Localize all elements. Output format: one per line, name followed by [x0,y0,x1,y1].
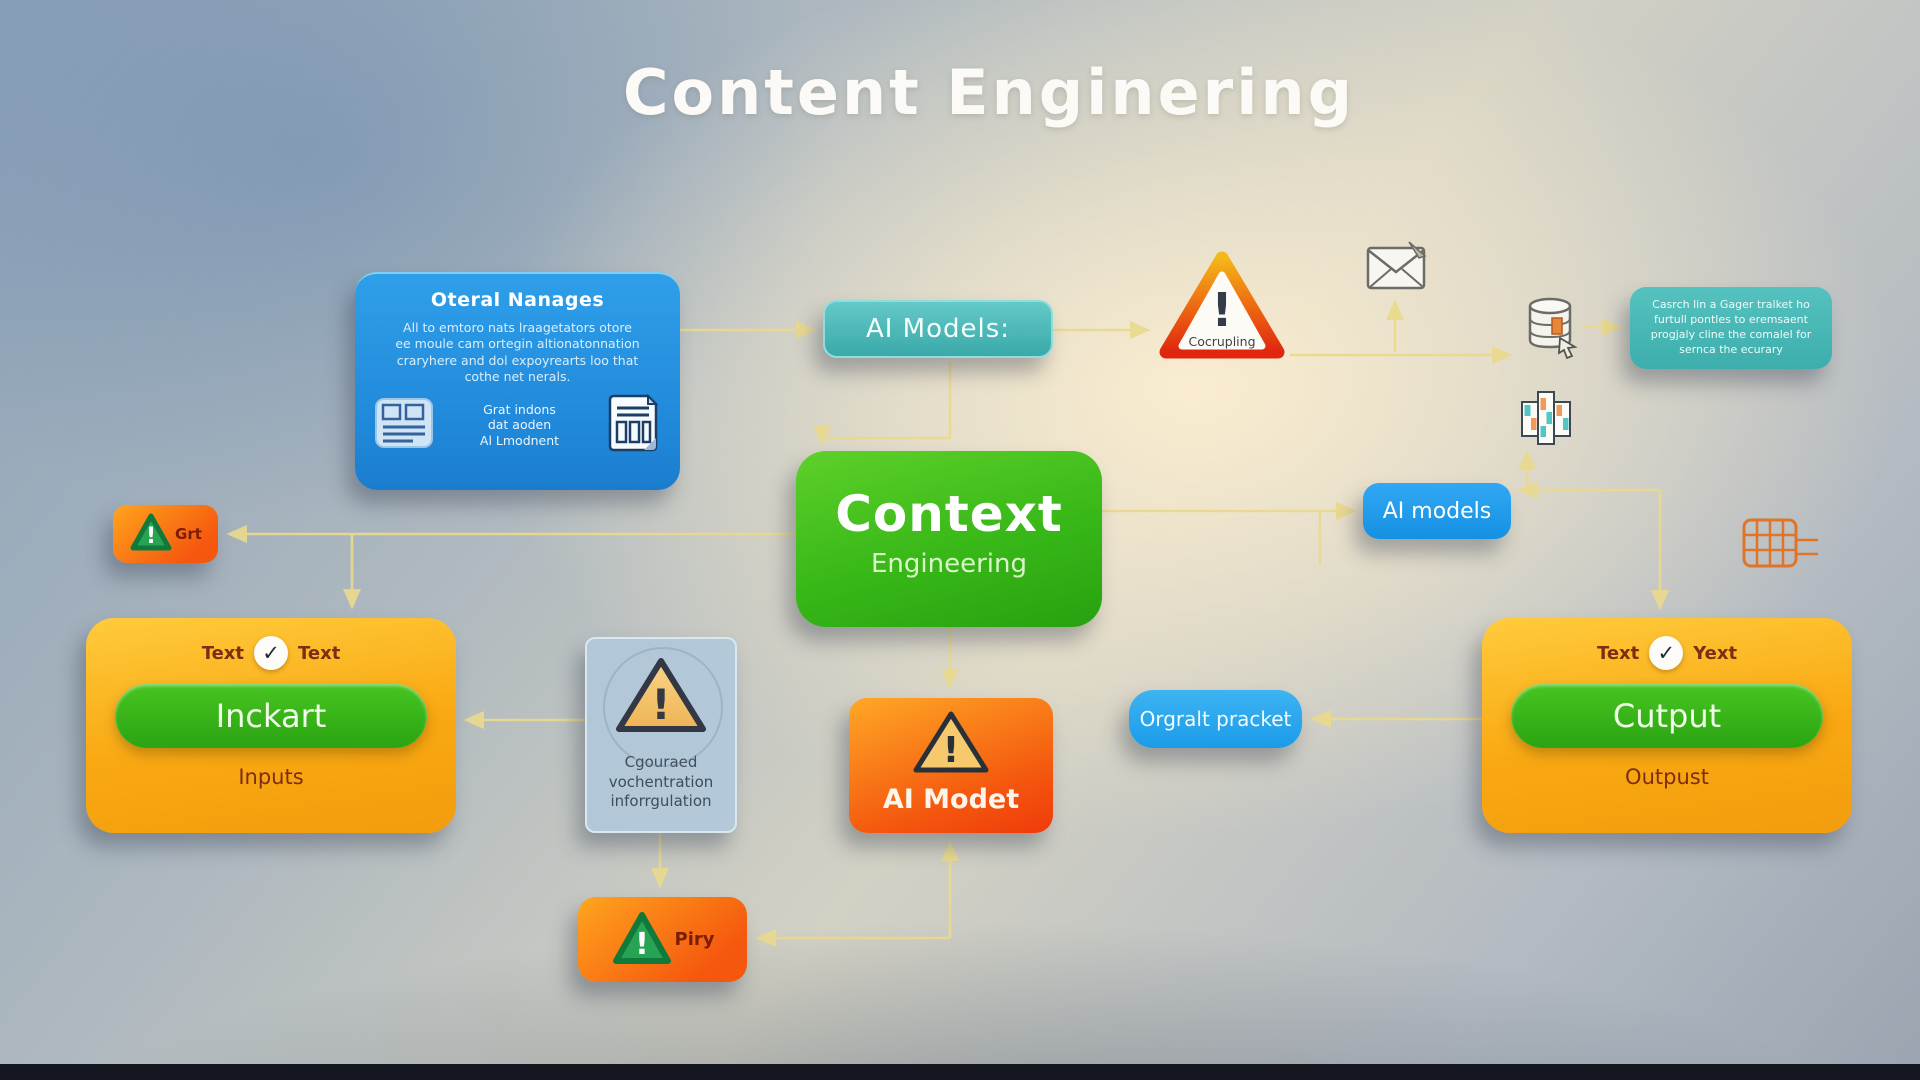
outputs-label-left: Text [1596,642,1640,664]
svg-text:!: ! [146,524,156,549]
guard-note: ! Cgouraed vochentration inforrgulation [585,637,737,833]
outputs-label-right: Yext [1693,642,1738,664]
knowledge-note-line: furtull pontles to eremsaent [1654,313,1808,327]
grt-alert-badge: ! Grt [113,505,218,563]
inputs-caption: Inputs [238,765,304,789]
packet-label: Orgralt pracket [1139,707,1292,731]
context-subtitle: Engineering [871,549,1027,579]
check-circle-icon: ✓ [254,636,288,670]
ai-model-label: AI Modet [882,784,1020,815]
ai-model-node: ! AI Modet [849,698,1053,833]
ai-models-top-label: AI Models: [865,314,1011,344]
inputs-node: Text ✓ Text Inckart Inputs [86,618,456,833]
ai-models-top-node: AI Models: [823,300,1053,358]
green-warning-icon: ! [129,512,173,556]
context-title: Context [835,485,1063,543]
ai-models-right-label: AI models [1382,498,1492,524]
inputs-button: Inckart [115,684,427,748]
info-card-body-line: All to emtoro nats lraagetators otore [403,320,632,335]
crosshair-circle-decor [603,647,723,767]
outputs-caption: Outpust [1625,765,1709,789]
outputs-node: Text ✓ Yext Cutput Outpust [1482,618,1852,833]
info-card-body: All to emtoro nats lraagetators otore ee… [355,320,680,385]
info-card: Oteral Nanages All to emtoro nats lraage… [355,272,680,490]
info-card-caption: Grat indons dat aoden Al Lmodnent [480,402,559,449]
check-circle-icon: ✓ [1649,636,1684,670]
info-card-caption-line: Grat indons [483,401,556,417]
grt-badge-label: Grt [175,525,202,543]
database-icon [1522,296,1580,366]
info-card-body-line: cothe net nerals. [464,368,571,384]
knowledge-note-line: progjaly cline the comalel for [1650,328,1812,341]
document-icon [606,393,660,456]
coupling-exclamation-glyph: ! [1212,283,1233,337]
outputs-button: Cutput [1511,684,1823,748]
info-card-body-line: craryhere and dol expoyrearts loo that [396,352,639,368]
green-warning-icon: ! [611,910,673,970]
info-card-caption-line: dat aoden [487,417,552,433]
svg-text:!: ! [635,927,649,962]
inputs-label-left: Text [201,642,244,664]
info-card-caption-line: Al Lmodnent [479,432,560,448]
piry-badge-label: Piry [674,929,715,950]
svg-text:!: ! [651,680,670,729]
amber-warning-icon: ! [913,711,989,773]
info-card-body-line: ee moule cam ortegin altionatonnation [395,336,640,352]
piry-alert-badge: ! Piry [578,897,747,982]
context-engineering-node: Context Engineering [796,451,1102,627]
amber-warning-icon: ! [616,658,706,732]
knowledge-note-line: Casrch lin a Gager tralket ho [1652,298,1810,312]
info-card-title: Oteral Nanages [430,289,605,311]
coupling-warning-label: Cocrupling [1188,334,1255,349]
bottom-border-strip [0,1064,1920,1080]
page-title: Content Enginering [623,56,1355,129]
guard-note-line: vochentration [608,772,714,791]
ai-models-right-node: AI models [1363,483,1511,539]
map-icon [1518,390,1574,450]
coupling-warning-icon: ! Cocrupling [1157,248,1287,363]
svg-text:!: ! [943,730,959,771]
inputs-label-right: Text [298,642,341,664]
grid-icon [1742,518,1820,578]
packet-node: Orgralt pracket [1129,690,1302,748]
knowledge-note: Casrch lin a Gager tralket ho furtull po… [1630,287,1832,369]
table-panel-icon [375,398,433,452]
knowledge-note-line: sernca the ecurary [1679,342,1783,356]
guard-note-line: inforrgulation [610,792,712,810]
envelope-icon [1365,238,1429,300]
